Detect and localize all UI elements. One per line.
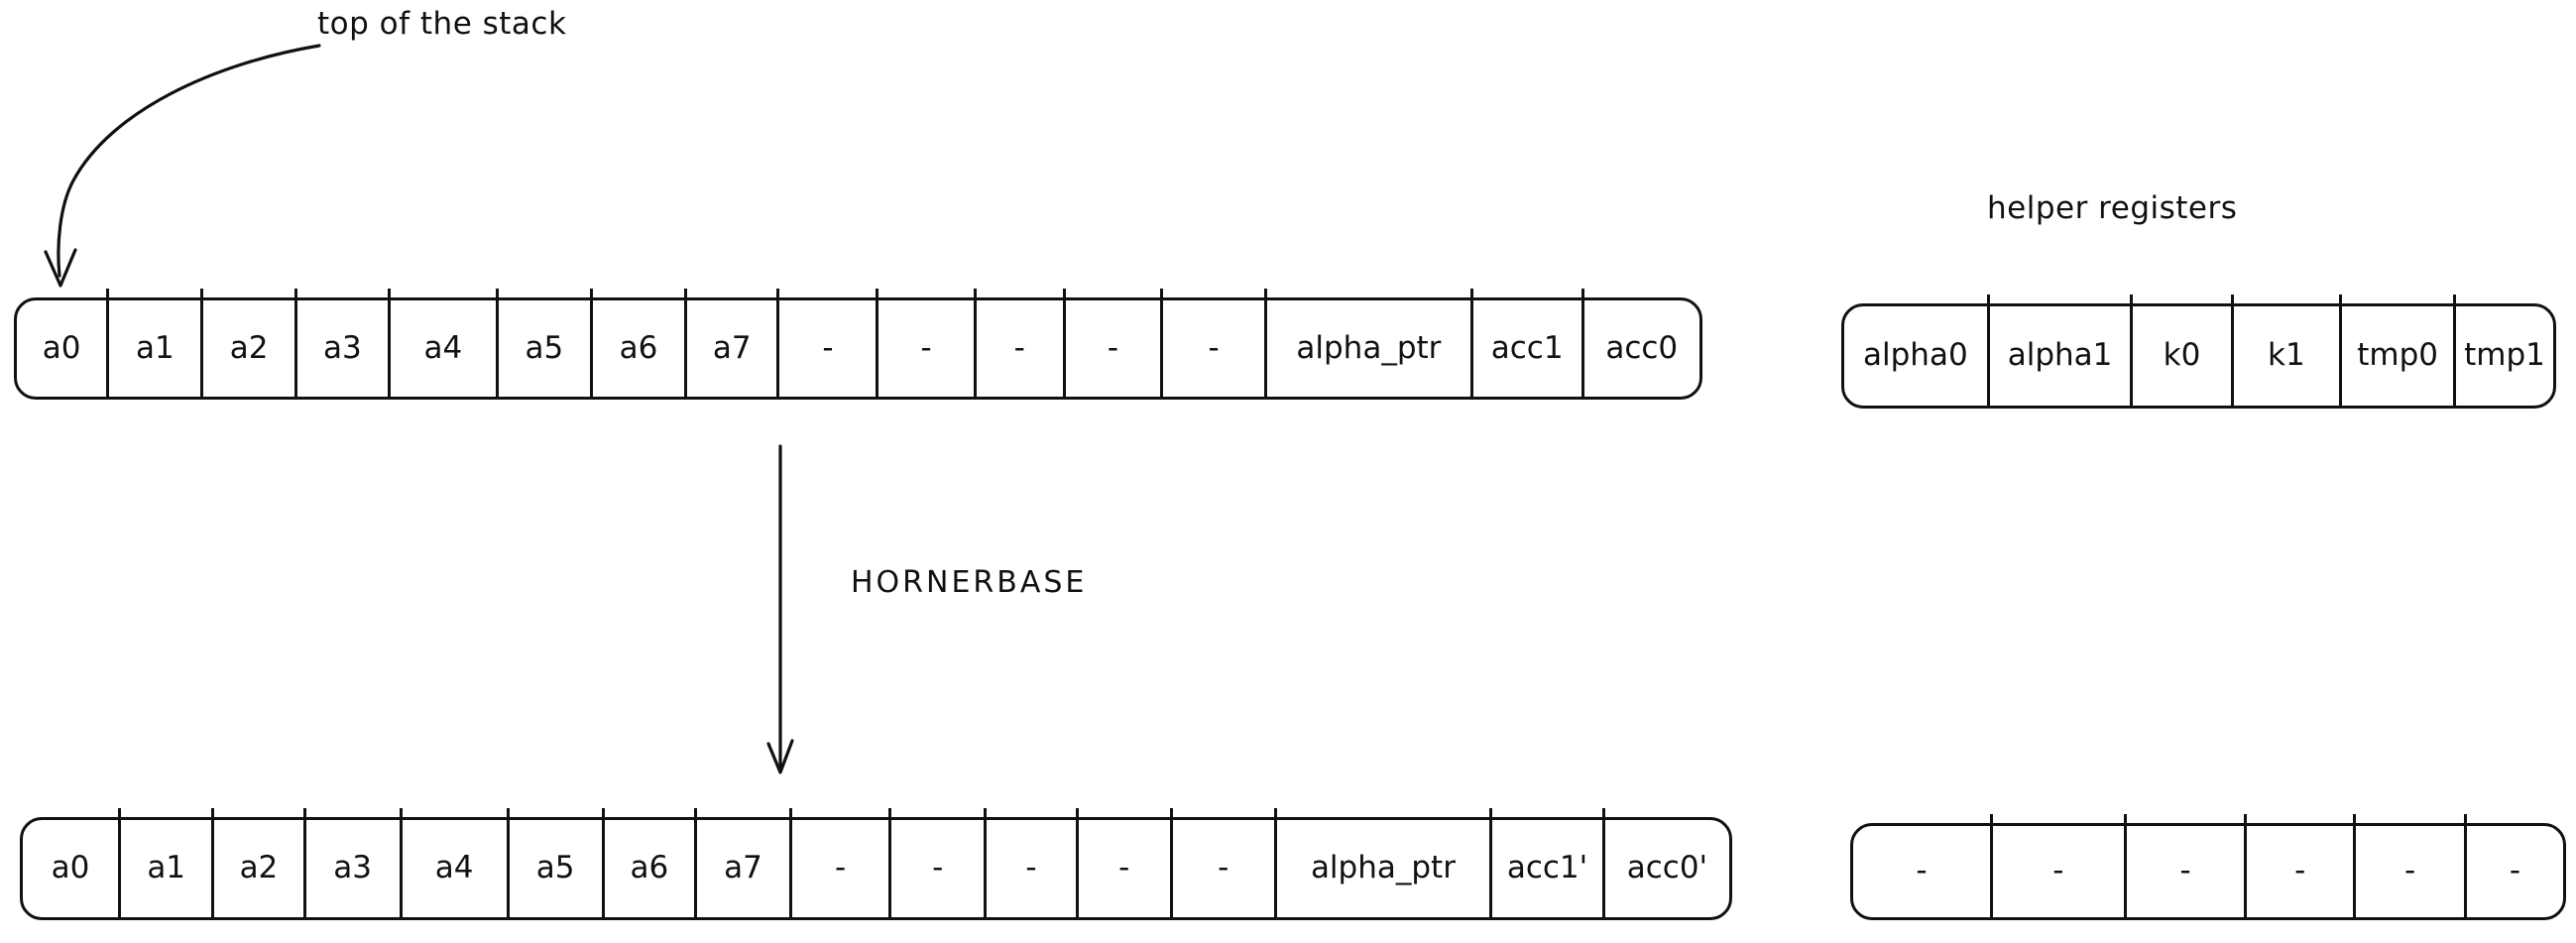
register-cell-label: a3	[322, 329, 362, 366]
register-cell: -	[2244, 814, 2353, 917]
register-cell: k1	[2230, 295, 2340, 406]
register-cell-label: a4	[434, 850, 474, 885]
register-cell-label: a6	[630, 850, 669, 885]
register-cell: -	[2463, 814, 2563, 917]
register-cell: -	[789, 808, 888, 917]
register-cell: alpha1	[1986, 295, 2131, 406]
register-cell-label: a1	[136, 329, 175, 366]
top-of-stack-label: top of the stack	[317, 6, 567, 42]
register-cell: tmp1	[2452, 295, 2553, 406]
register-cell-label: alpha_ptr	[1310, 850, 1456, 885]
register-cell-label: -	[1218, 850, 1229, 885]
register-cell-label: acc0	[1605, 329, 1679, 366]
register-cell: a2	[200, 289, 293, 397]
register-cell: acc1	[1469, 289, 1581, 397]
register-cell-label: -	[1025, 850, 1037, 885]
register-cell-label: -	[1208, 329, 1220, 366]
register-cell-label: -	[2294, 853, 2306, 888]
register-cell: a1	[106, 289, 200, 397]
register-cell-label: acc0'	[1626, 850, 1708, 885]
register-cell: -	[776, 289, 876, 397]
register-cell-label: a2	[239, 850, 279, 885]
register-cell-label: -	[1118, 850, 1130, 885]
register-cell: alpha_ptr	[1273, 808, 1489, 917]
register-cell: -	[1853, 826, 1990, 917]
register-cell: -	[1169, 808, 1274, 917]
register-cell: a5	[495, 289, 590, 397]
register-cell-label: a7	[712, 329, 752, 366]
register-cell-label: a3	[333, 850, 373, 885]
helper-registers-after-row: ------	[1850, 814, 2566, 920]
register-cell: acc0'	[1601, 808, 1729, 917]
register-cell-label: a0	[42, 329, 81, 366]
register-cell-label: alpha0	[1863, 337, 1968, 373]
register-cell-label: a1	[147, 850, 186, 885]
register-cell-label: -	[1013, 329, 1025, 366]
register-cell: a0	[23, 820, 118, 917]
register-cell: -	[2123, 814, 2244, 917]
register-cell: k0	[2130, 295, 2230, 406]
register-cell-label: a6	[619, 329, 658, 366]
register-cell: -	[1075, 808, 1170, 917]
helper-registers-label: helper registers	[1987, 190, 2238, 226]
register-cell: -	[1062, 289, 1160, 397]
register-cell-label: k1	[2268, 337, 2305, 373]
register-cell: a5	[506, 808, 602, 917]
register-cell-label: k0	[2163, 337, 2201, 373]
register-cell-label: a4	[423, 329, 463, 366]
register-cell: -	[984, 808, 1075, 917]
register-cell: a7	[693, 808, 789, 917]
register-cell-label: a5	[525, 329, 564, 366]
register-cell-label: -	[920, 329, 932, 366]
register-cell-label: -	[2509, 853, 2521, 888]
register-cell: alpha0	[1844, 306, 1987, 406]
register-cell-label: tmp1	[2464, 337, 2545, 373]
register-cell: a4	[387, 289, 496, 397]
register-cell: a2	[211, 808, 302, 917]
register-cell: -	[973, 289, 1063, 397]
register-cell-label: acc1'	[1506, 850, 1588, 885]
register-cell-label: -	[2179, 853, 2191, 888]
register-cell: -	[876, 289, 973, 397]
register-cell: acc0	[1581, 289, 1699, 397]
top-of-stack-arrow	[44, 44, 321, 288]
register-cell: acc1'	[1489, 808, 1602, 917]
register-cell: alpha_ptr	[1264, 289, 1470, 397]
register-cell: a0	[17, 300, 106, 397]
register-cell-label: -	[822, 329, 834, 366]
register-cell: -	[1160, 289, 1264, 397]
helper-registers-before-row: alpha0 alpha1 k0 k1 tmp0 tmp1	[1841, 295, 2556, 409]
register-cell-label: -	[1916, 853, 1928, 888]
register-cell-label: a7	[724, 850, 762, 885]
register-cell: -	[888, 808, 984, 917]
hornerbase-label: HORNERBASE	[851, 565, 1088, 600]
register-cell-label: a0	[51, 850, 90, 885]
register-cell-label: -	[835, 850, 847, 885]
register-cell: a7	[684, 289, 776, 397]
register-cell: a6	[601, 808, 694, 917]
register-cell-label: -	[1107, 329, 1119, 366]
register-cell-label: alpha_ptr	[1296, 329, 1442, 366]
register-cell-label: a2	[229, 329, 269, 366]
register-cell-label: tmp0	[2357, 337, 2438, 373]
stack-after-row: a0 a1 a2 a3 a4 a5 a6 a7 - - - - - alpha_ptr acc1' acc0'	[20, 808, 1732, 920]
register-cell: -	[2353, 814, 2464, 917]
register-cell: a3	[293, 289, 388, 397]
register-cell: -	[1989, 814, 2124, 917]
register-cell: a4	[399, 808, 507, 917]
hornerbase-arrow	[766, 444, 794, 774]
register-cell-label: alpha1	[2007, 337, 2113, 373]
register-cell-label: acc1	[1490, 329, 1564, 366]
register-cell: a6	[589, 289, 684, 397]
register-cell-label: -	[2403, 853, 2416, 888]
register-cell: a1	[118, 808, 211, 917]
register-cell: tmp0	[2339, 295, 2453, 406]
register-cell-label: a5	[535, 850, 575, 885]
register-cell: a3	[302, 808, 400, 917]
stack-before-row: a0 a1 a2 a3 a4 a5 a6 a7 - - - - - alpha_ptr acc1 acc0	[14, 289, 1702, 400]
register-cell-label: -	[2052, 853, 2064, 888]
register-cell-label: -	[932, 850, 944, 885]
